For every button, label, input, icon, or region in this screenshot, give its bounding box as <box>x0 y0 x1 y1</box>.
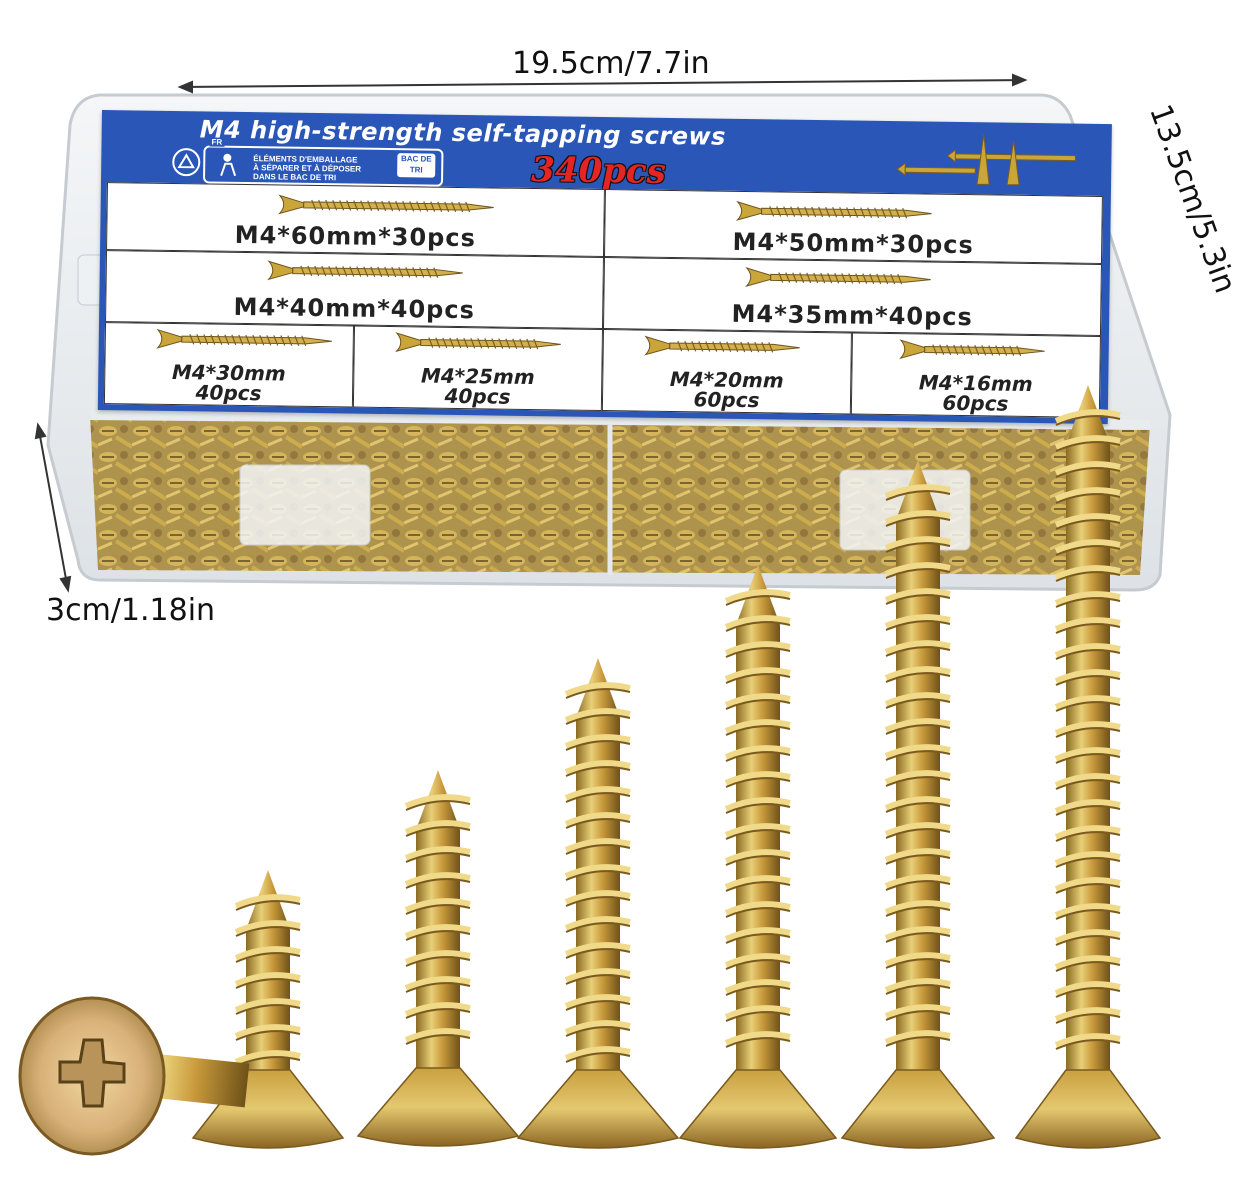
width-dimension-label: 19.5cm/7.7in <box>512 46 710 81</box>
screw-icon <box>395 332 561 353</box>
height-arrow <box>37 424 69 591</box>
standing-screw <box>191 870 345 1149</box>
standing-screw <box>840 460 996 1149</box>
screw-head-face <box>18 996 250 1156</box>
standing-screw <box>1014 385 1162 1149</box>
compartment-25mm: M4*25mm 40pcs <box>352 325 603 412</box>
compartment-grid: M4*60mm*30pcs M4*50mm*30pcs M4*40mm*40pc… <box>103 182 1103 418</box>
screw-icon <box>278 194 494 215</box>
screw-icon <box>644 335 800 356</box>
width-arrow <box>179 79 1026 88</box>
compartment-40mm: M4*40mm*40pcs <box>105 250 604 330</box>
screw-icon <box>156 328 332 349</box>
product-label-card: M4 high-strength self-tapping screws FR … <box>97 110 1112 425</box>
screw-icon <box>899 339 1045 360</box>
compartment-60mm: M4*60mm*30pcs <box>106 182 605 258</box>
compartment-50mm: M4*50mm*30pcs <box>603 189 1103 264</box>
sample-screws-icon <box>896 134 1076 186</box>
compartment-35mm: M4*35mm*40pcs <box>602 257 1102 336</box>
height-dimension-label: 3cm/1.18in <box>46 593 216 628</box>
recycle-logo-icon <box>172 148 201 177</box>
standing-screw <box>356 770 520 1147</box>
recycling-person-icon <box>220 153 237 177</box>
compartment-20mm: M4*20mm 60pcs <box>601 329 852 415</box>
screw-icon <box>267 260 463 281</box>
screw-icon <box>735 200 932 221</box>
standing-screw <box>516 658 680 1149</box>
screw-icon <box>745 267 931 287</box>
compartment-16mm: M4*16mm 60pcs <box>850 332 1101 418</box>
compartment-30mm: M4*30mm 40pcs <box>103 322 355 408</box>
screw-size-comparison <box>18 385 1162 1156</box>
recycling-notice: FR ÉLÉMENTS D'EMBALLAGE À SÉPARER ET À D… <box>202 137 444 187</box>
standing-screw <box>678 565 838 1149</box>
